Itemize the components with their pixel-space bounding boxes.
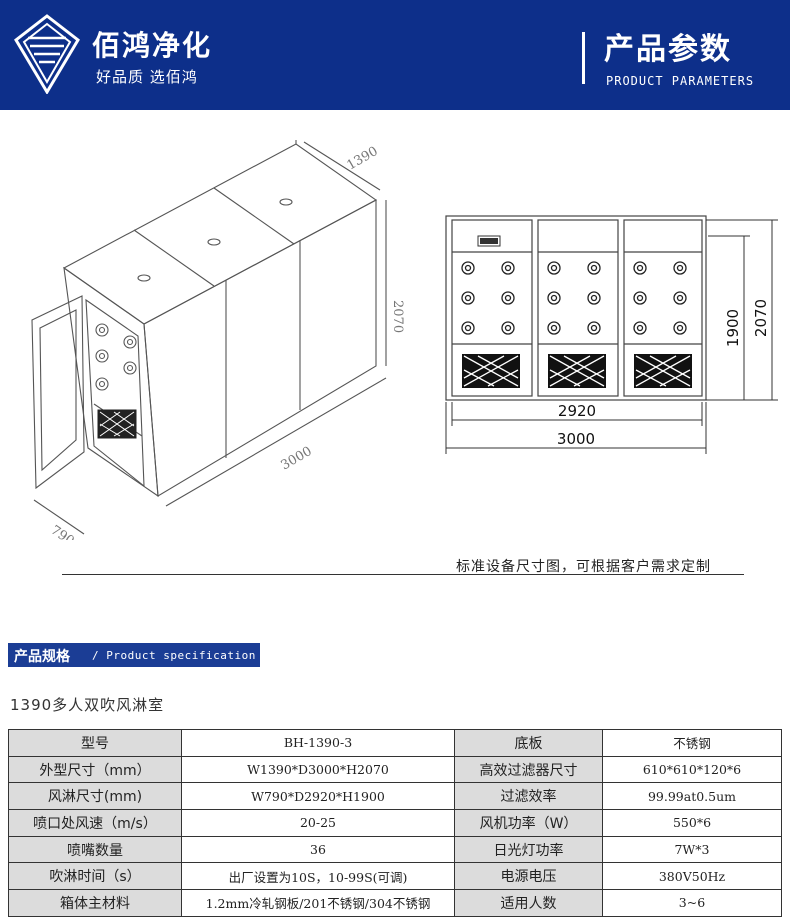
table-row: 箱体主材料 1.2mm冷轧钢板/201不锈钢/304不锈钢 适用人数 3~6: [8, 889, 782, 917]
spec-value: 99.99at0.5um: [602, 782, 782, 811]
iso-dim-top: 1390: [345, 144, 381, 174]
table-row: 风淋尺寸(mm) W790*D2920*H1900 过滤效率 99.99at0.…: [8, 782, 782, 811]
spec-value: 出厂设置为10S，10-99S(可调): [181, 862, 455, 891]
spec-value: BH-1390-3: [181, 729, 455, 757]
table-row: 喷嘴数量 36 日光灯功率 7W*3: [8, 835, 782, 864]
spec-value: 36: [181, 835, 455, 864]
params-title: 产品参数: [604, 32, 732, 67]
spec-banner: 产品规格 / Product specification: [8, 643, 260, 667]
table-row: 吹淋时间（s） 出厂设置为10S，10-99S(可调) 电源电压 380V50H…: [8, 862, 782, 891]
spec-label: 喷口处风速（m/s）: [8, 809, 182, 837]
iso-dim-length: 3000: [279, 444, 315, 474]
spec-value: W790*D2920*H1900: [181, 782, 455, 811]
table-row: 喷口处风速（m/s） 20-25 风机功率（W） 550*6: [8, 809, 782, 837]
front-dim-3000: 3000: [557, 430, 595, 448]
brand-name: 佰鸿净化: [92, 29, 213, 62]
spec-label: 吹淋时间（s）: [8, 862, 182, 891]
spec-value: 550*6: [602, 809, 782, 837]
spec-label: 箱体主材料: [8, 889, 182, 917]
spec-label: 喷嘴数量: [8, 835, 182, 864]
spec-label: 过滤效率: [454, 782, 603, 811]
spec-banner-cn: 产品规格: [14, 649, 70, 665]
front-elevation-drawing: 1900 2070 2920 3000: [445, 215, 778, 454]
spec-table: 型号 BH-1390-3 底板 不锈钢 外型尺寸（mm） W1390*D3000…: [8, 729, 782, 917]
table-row: 型号 BH-1390-3 底板 不锈钢: [8, 729, 782, 757]
spec-value: 不锈钢: [602, 729, 782, 757]
spec-label: 高效过滤器尺寸: [454, 755, 603, 784]
brand-slogan: 好品质 选佰鸿: [96, 68, 198, 86]
spec-value: 380V50Hz: [602, 862, 782, 891]
spec-value: W1390*D3000*H2070: [181, 755, 455, 784]
caption-underline: [62, 574, 744, 575]
spec-label: 日光灯功率: [454, 835, 603, 864]
header-banner: 佰鸿净化 好品质 选佰鸿 产品参数 PRODUCT PARAMETERS: [0, 0, 790, 110]
iso-dim-height: 2070: [390, 300, 405, 333]
spec-label: 型号: [8, 729, 182, 757]
spec-label: 外型尺寸（mm）: [8, 755, 182, 784]
spec-label: 风机功率（W）: [454, 809, 603, 837]
model-title: 1390多人双吹风淋室: [10, 696, 165, 714]
spec-value: 3~6: [602, 889, 782, 917]
spec-label: 风淋尺寸(mm): [8, 782, 182, 811]
header-divider: [582, 32, 585, 84]
spec-value: 7W*3: [602, 835, 782, 864]
spec-value: 20-25: [181, 809, 455, 837]
brand-logo-icon: [14, 14, 80, 94]
isometric-drawing: 1390 2070 3000 790: [31, 140, 405, 540]
table-row: 外型尺寸（mm） W1390*D3000*H2070 高效过滤器尺寸 610*6…: [8, 755, 782, 784]
front-dim-2070: 2070: [752, 299, 770, 337]
spec-label: 底板: [454, 729, 603, 757]
spec-banner-en: / Product specification: [92, 649, 256, 662]
spec-label: 适用人数: [454, 889, 603, 917]
front-dim-2920: 2920: [558, 402, 596, 420]
spec-banner-en-text: Product specification: [106, 649, 256, 662]
spec-value: 610*610*120*6: [602, 755, 782, 784]
front-dim-1900: 1900: [724, 309, 742, 347]
params-subtitle: PRODUCT PARAMETERS: [606, 74, 755, 88]
drawing-caption: 标准设备尺寸图，可根据客户需求定制: [456, 559, 711, 575]
spec-label: 电源电压: [454, 862, 603, 891]
spec-value: 1.2mm冷轧钢板/201不锈钢/304不锈钢: [181, 889, 455, 917]
